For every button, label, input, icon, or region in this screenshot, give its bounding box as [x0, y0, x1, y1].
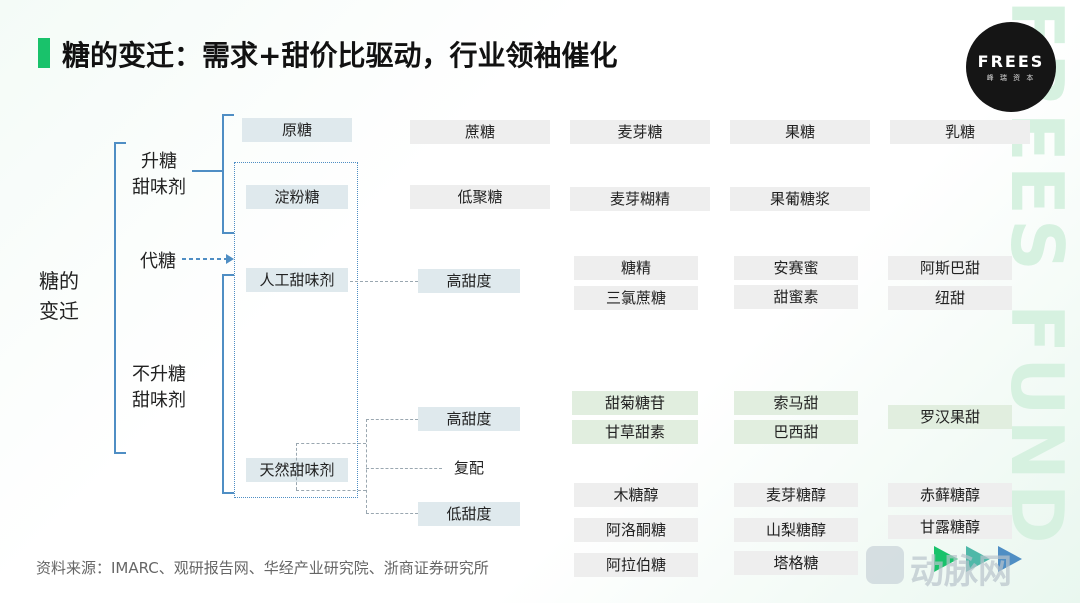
play-arrow-icon: [998, 546, 1022, 572]
leaf-item: 甜蜜素: [734, 285, 858, 309]
leaf-item: 三氯蔗糖: [574, 286, 698, 310]
leaf-item: 麦芽糖: [570, 120, 710, 144]
leaf-item: 木糖醇: [574, 483, 698, 507]
artificial-sweetener-box: 人工甜味剂: [246, 268, 348, 292]
leaf-item: 阿斯巴甜: [888, 256, 1012, 280]
dashed-connector: [350, 281, 418, 282]
raw-sugar-box: 原糖: [242, 118, 352, 142]
natural-high-intensity-box: 高甜度: [418, 407, 520, 431]
vb-logo-icon: [866, 546, 904, 584]
leaf-item: 麦芽糖醇: [734, 483, 858, 507]
starch-sugar-box: 淀粉糖: [246, 185, 348, 209]
leaf-item: 阿拉伯糖: [574, 553, 698, 577]
leaf-item: 巴西甜: [734, 420, 858, 444]
root-label: 糖的 变迁: [39, 269, 79, 323]
non-sugar-bracket: [222, 274, 234, 494]
leaf-item: 山梨糖醇: [734, 518, 858, 542]
leaf-item: 低聚糖: [410, 185, 550, 209]
brand-watermark: 动脉网: [910, 552, 1012, 592]
page-title: 糖的变迁：需求+甜价比驱动，行业领袖催化: [62, 39, 618, 72]
play-arrows-decoration: [934, 546, 1022, 572]
root-bracket: [114, 142, 126, 454]
leaf-item: 罗汉果甜: [888, 405, 1012, 429]
dashed-connector: [366, 468, 442, 469]
dashed-connector: [296, 443, 366, 444]
sugar-sweetener-label: 升糖 甜味剂: [132, 151, 186, 198]
artificial-high-intensity-box: 高甜度: [418, 269, 520, 293]
dashed-connector: [296, 490, 366, 491]
connector-line: [192, 170, 222, 172]
leaf-item: 安赛蜜: [734, 256, 858, 280]
leaf-item: 乳糖: [890, 120, 1030, 144]
logo-subtext: 峰 瑞 资 本: [986, 74, 1036, 82]
leaf-item: 甜菊糖苷: [572, 391, 698, 415]
leaf-item: 赤藓糖醇: [888, 483, 1012, 507]
dashed-connector: [296, 443, 297, 490]
dashed-connector: [366, 419, 418, 420]
leaf-item: 甘露糖醇: [888, 515, 1012, 539]
leaf-item: 塔格糖: [734, 551, 858, 575]
sugar-substitute-group: [234, 162, 358, 498]
play-arrow-icon: [966, 546, 990, 572]
leaf-item: 麦芽糊精: [570, 187, 710, 211]
logo-text: FREES: [977, 52, 1045, 71]
dashed-connector: [366, 513, 418, 514]
title-accent-bar: [38, 38, 50, 68]
sugar-substitute-label: 代糖: [140, 251, 176, 272]
leaf-item: 阿洛酮糖: [574, 518, 698, 542]
play-arrow-icon: [934, 546, 958, 572]
leaf-item: 糖精: [574, 256, 698, 280]
dashed-connector: [366, 419, 367, 513]
leaf-item: 纽甜: [888, 286, 1012, 310]
compound-box: 复配: [442, 456, 496, 480]
source-note: 资料来源：IMARC、观研报告网、华经产业研究院、浙商证券研究所: [36, 559, 489, 577]
frees-logo: FREES 峰 瑞 资 本: [966, 22, 1056, 112]
natural-low-intensity-box: 低甜度: [418, 502, 520, 526]
leaf-item: 果葡糖浆: [730, 187, 870, 211]
leaf-item: 甘草甜素: [572, 420, 698, 444]
arrow-right-icon: [182, 254, 234, 264]
sugar-bracket: [222, 114, 234, 234]
leaf-item: 索马甜: [734, 391, 858, 415]
non-sugar-sweetener-label: 不升糖 甜味剂: [132, 364, 186, 411]
natural-sweetener-box: 天然甜味剂: [246, 458, 348, 482]
leaf-item: 果糖: [730, 120, 870, 144]
leaf-item: 蔗糖: [410, 120, 550, 144]
